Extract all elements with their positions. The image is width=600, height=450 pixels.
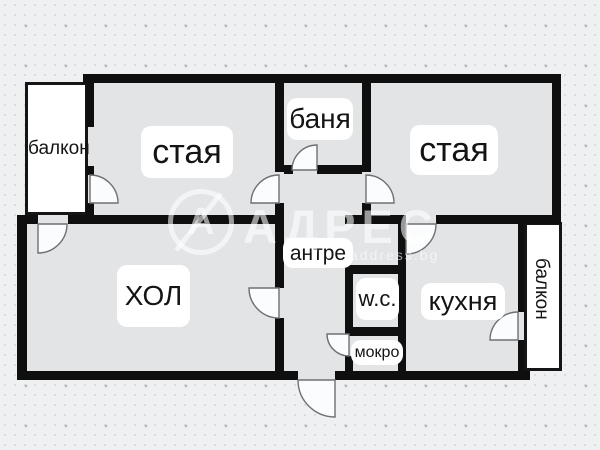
room-label-hol: ХОЛ — [117, 265, 190, 327]
wall-mokro-left-stub — [345, 356, 353, 380]
room-label-balkon-left: балкон — [28, 139, 90, 158]
watermark-logo-circle: А — [168, 189, 234, 255]
room-label-kuhnya-text: кухня — [428, 286, 498, 316]
room-label-antre-text: антре — [289, 241, 347, 265]
wall-staya2-bottom-a — [345, 215, 406, 224]
room-label-balkon-right-text: балкон — [531, 258, 552, 320]
wall-wc-right — [398, 224, 406, 380]
room-label-mokro-text: мокро — [354, 343, 400, 361]
wall-kitchen-balcony-b — [518, 340, 524, 371]
watermark-brand-text: АДРЕС — [243, 200, 439, 253]
room-label-staya2: стая — [410, 125, 498, 175]
wall-bottom-a — [17, 371, 298, 380]
room-label-wc: w.c. — [356, 278, 399, 320]
room-label-wc-text: w.c. — [358, 286, 397, 311]
wall-staya1-left-c — [86, 203, 94, 224]
wall-staya1-left-b — [86, 166, 94, 175]
wall-banya-bottom-b — [317, 165, 362, 174]
door-arc-entrance — [297, 379, 336, 418]
balcony-left — [25, 82, 88, 215]
room-label-staya1: стая — [141, 126, 233, 178]
wall-center-vertical-b — [275, 203, 284, 288]
wall-wc-top — [345, 265, 406, 274]
room-label-antre: антре — [283, 238, 353, 268]
watermark-logo-letter: А — [187, 200, 215, 243]
room-label-banya: баня — [287, 98, 353, 140]
wall-staya2-bottom-b — [436, 215, 561, 224]
wall-bottom-b — [335, 371, 530, 380]
room-label-mokro: мокро — [351, 340, 403, 365]
room-label-balkon-right: балкон — [531, 258, 552, 320]
wall-top — [83, 74, 561, 83]
room-label-banya-text: баня — [289, 103, 351, 134]
wall-staya1-left-a — [86, 74, 94, 127]
room-label-balkon-left-text: балкон — [28, 138, 90, 159]
wall-kitchen-balcony-a — [518, 224, 524, 312]
wall-wc-mid — [345, 327, 406, 336]
wall-hol-top-a — [27, 215, 38, 224]
watermark-site-text: address.bg — [350, 247, 440, 263]
room-label-staya1-text: стая — [152, 133, 222, 171]
wall-center-vertical-a — [275, 83, 284, 172]
room-label-hol-text: ХОЛ — [124, 280, 183, 311]
wall-hol-left — [17, 215, 27, 380]
wall-banya-right-b — [362, 203, 371, 224]
wall-center-vertical-c — [275, 318, 284, 380]
wall-wc-left — [345, 265, 353, 332]
wall-right-upper — [552, 74, 561, 224]
wall-banya-right-a — [362, 83, 371, 172]
room-label-kuhnya: кухня — [421, 283, 505, 320]
wall-banya-bottom-a — [284, 165, 293, 174]
room-label-staya2-text: стая — [419, 131, 489, 169]
